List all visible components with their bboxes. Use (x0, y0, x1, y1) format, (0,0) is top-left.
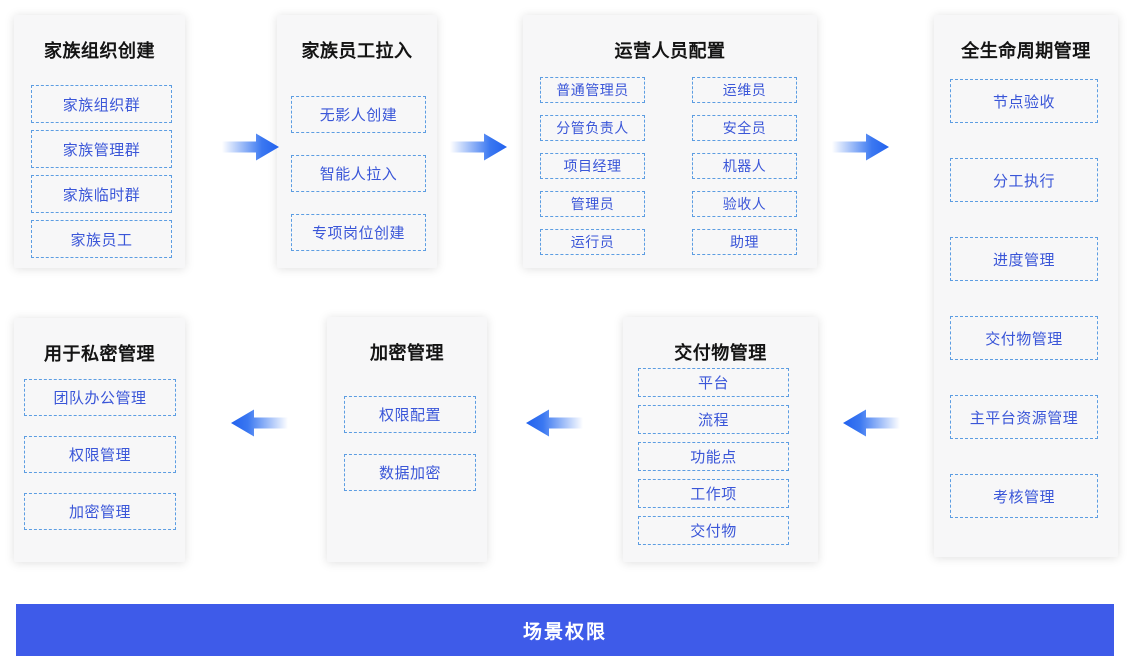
node-item: 工作项 (638, 479, 789, 508)
node-item: 项目经理 (540, 153, 645, 179)
panel-title: 运营人员配置 (614, 41, 726, 61)
node-item: 家族管理群 (31, 130, 172, 168)
arrow-right-icon (450, 133, 507, 161)
node-item: 验收人 (692, 191, 797, 217)
panel-private-mgmt: 用于私密管理 团队办公管理 权限管理 加密管理 (14, 318, 185, 562)
node-list: 无影人创建 智能人拉入 专项岗位创建 (291, 96, 426, 251)
node-grid: 普通管理员 运维员 分管负责人 安全员 项目经理 机器人 管理员 验收人 运行员… (540, 77, 797, 255)
panel-deliverables: 交付物管理 平台 流程 功能点 工作项 交付物 (623, 317, 818, 562)
panel-title: 交付物管理 (674, 343, 767, 363)
node-item: 团队办公管理 (24, 379, 176, 416)
node-item: 家族临时群 (31, 175, 172, 213)
node-item: 平台 (638, 368, 789, 397)
node-item: 智能人拉入 (291, 155, 426, 192)
panel-lifecycle: 全生命周期管理 节点验收 分工执行 进度管理 交付物管理 主平台资源管理 考核管… (934, 15, 1118, 557)
banner-label: 场景权限 (522, 621, 607, 643)
arrow-left-icon (843, 409, 900, 437)
node-item: 家族组织群 (31, 85, 172, 123)
panel-family-staff: 家族员工拉入 无影人创建 智能人拉入 专项岗位创建 (277, 15, 437, 268)
node-item: 管理员 (540, 191, 645, 217)
node-item: 机器人 (692, 153, 797, 179)
panel-title: 加密管理 (370, 343, 444, 363)
panel-title: 家族组织创建 (44, 41, 155, 61)
arrow-left-icon (526, 409, 583, 437)
arrow-right-icon (832, 133, 889, 161)
node-item: 安全员 (692, 115, 797, 141)
panel-encrypt-mgmt: 加密管理 权限配置 数据加密 (327, 317, 487, 562)
node-item: 分管负责人 (540, 115, 645, 141)
arrow-left-icon (231, 409, 288, 437)
panel-title: 家族员工拉入 (301, 41, 413, 61)
node-item: 权限管理 (24, 436, 176, 473)
node-item: 交付物 (638, 516, 789, 545)
node-item: 功能点 (638, 442, 789, 471)
node-item: 运行员 (540, 229, 645, 255)
node-item: 进度管理 (950, 237, 1098, 281)
arrow-right-icon (222, 133, 279, 161)
node-item: 无影人创建 (291, 96, 426, 133)
panel-title: 全生命周期管理 (961, 41, 1091, 61)
node-item: 专项岗位创建 (291, 214, 426, 251)
node-item: 节点验收 (950, 79, 1098, 123)
node-list: 家族组织群 家族管理群 家族临时群 家族员工 (31, 85, 172, 258)
node-item: 普通管理员 (540, 77, 645, 103)
panel-title: 用于私密管理 (44, 344, 155, 364)
node-item: 交付物管理 (950, 316, 1098, 360)
node-item: 考核管理 (950, 474, 1098, 518)
node-item: 主平台资源管理 (950, 395, 1098, 439)
node-item: 分工执行 (950, 158, 1098, 202)
node-item: 运维员 (692, 77, 797, 103)
scene-permission-banner: 场景权限 (16, 604, 1114, 656)
node-item: 助理 (692, 229, 797, 255)
node-list: 平台 流程 功能点 工作项 交付物 (638, 368, 789, 545)
node-list: 团队办公管理 权限管理 加密管理 (24, 379, 176, 530)
node-list: 权限配置 数据加密 (344, 396, 476, 491)
panel-ops-config: 运营人员配置 普通管理员 运维员 分管负责人 安全员 项目经理 机器人 管理员 … (523, 15, 817, 268)
node-item: 权限配置 (344, 396, 476, 433)
node-item: 数据加密 (344, 454, 476, 491)
node-list: 节点验收 分工执行 进度管理 交付物管理 主平台资源管理 考核管理 (950, 79, 1098, 518)
node-item: 加密管理 (24, 493, 176, 530)
node-item: 流程 (638, 405, 789, 434)
panel-family-org: 家族组织创建 家族组织群 家族管理群 家族临时群 家族员工 (14, 15, 185, 268)
node-item: 家族员工 (31, 220, 172, 258)
